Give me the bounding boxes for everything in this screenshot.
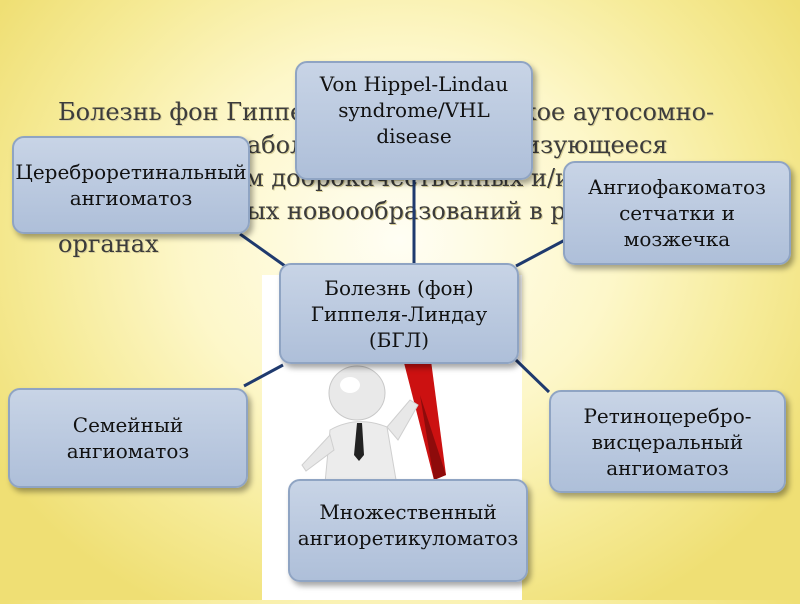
node-cerebroretinal: Цереброретинальный ангиоматоз	[12, 136, 250, 234]
connector-retino	[514, 358, 551, 394]
node-retino-label: Ретиноцеребро-висцеральный ангиоматоз	[583, 403, 752, 480]
connector-cerebro	[239, 232, 286, 268]
node-cerebroretinal-label: Цереброретинальный ангиоматоз	[15, 160, 247, 210]
node-multi-label: Множественный ангиоретикуломатоз	[297, 500, 519, 550]
node-center-label: Болезнь (фон) Гиппеля-Линдау (БГЛ)	[310, 275, 488, 352]
node-vhl-label: Von Hippel-Lindau syndrome/VHL disease	[319, 72, 509, 148]
node-vhl-english: Von Hippel-Lindau syndrome/VHL disease	[295, 61, 533, 180]
node-angiophakomatosis-label: Ангиофакоматоз сетчатки и мозжечка	[588, 175, 766, 251]
connector-angio	[515, 238, 566, 268]
node-family-angiomatosis: Семейный ангиоматоз	[8, 388, 248, 488]
node-family-label: Семейный ангиоматоз	[66, 413, 190, 463]
node-angiophakomatosis: Ангиофакоматоз сетчатки и мозжечка	[563, 161, 791, 265]
node-multiple-angioreticulomatosis: Множественный ангиоретикуломатоз	[288, 479, 528, 582]
connector-family	[243, 363, 284, 388]
node-retino-visceral: Ретиноцеребро-висцеральный ангиоматоз	[549, 390, 786, 493]
node-center-disease: Болезнь (фон) Гиппеля-Линдау (БГЛ)	[279, 263, 519, 364]
